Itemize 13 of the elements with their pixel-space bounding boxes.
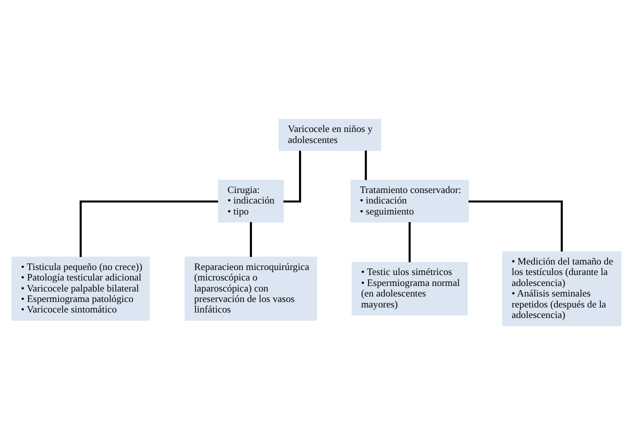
node-box: Varicocele en niños y adolescentes [278,118,382,151]
connector [408,222,411,262]
node-box: Tratamiento conservador: • indicación • seguimiento [350,180,469,222]
connector [283,150,302,203]
connector [250,222,252,257]
connector [80,200,218,257]
node-box: • Medición del tamaño de los testículos (durante la adolescencia) • Análisis seminales repetidos (después de la adolescencia) [502,251,622,326]
node-box: Reparacieon microquirúrgica (microscópica o laparoscópica) con preservación de los vasos linfáticos [184,256,318,321]
node-box: Cirugia: • indicación • tipo [218,180,284,222]
node-box: • Testic ulos simétricos • Espermiograma normal (en adolescentes mayores) [352,262,468,316]
connector [468,200,563,252]
connector [364,150,367,180]
node-box: • Tisticula pequeño (no crece)) • Patología testicular adicional • Varicocele palpable bilateral • Espermiograma patológico • Varicocele sintomático [12,256,150,321]
